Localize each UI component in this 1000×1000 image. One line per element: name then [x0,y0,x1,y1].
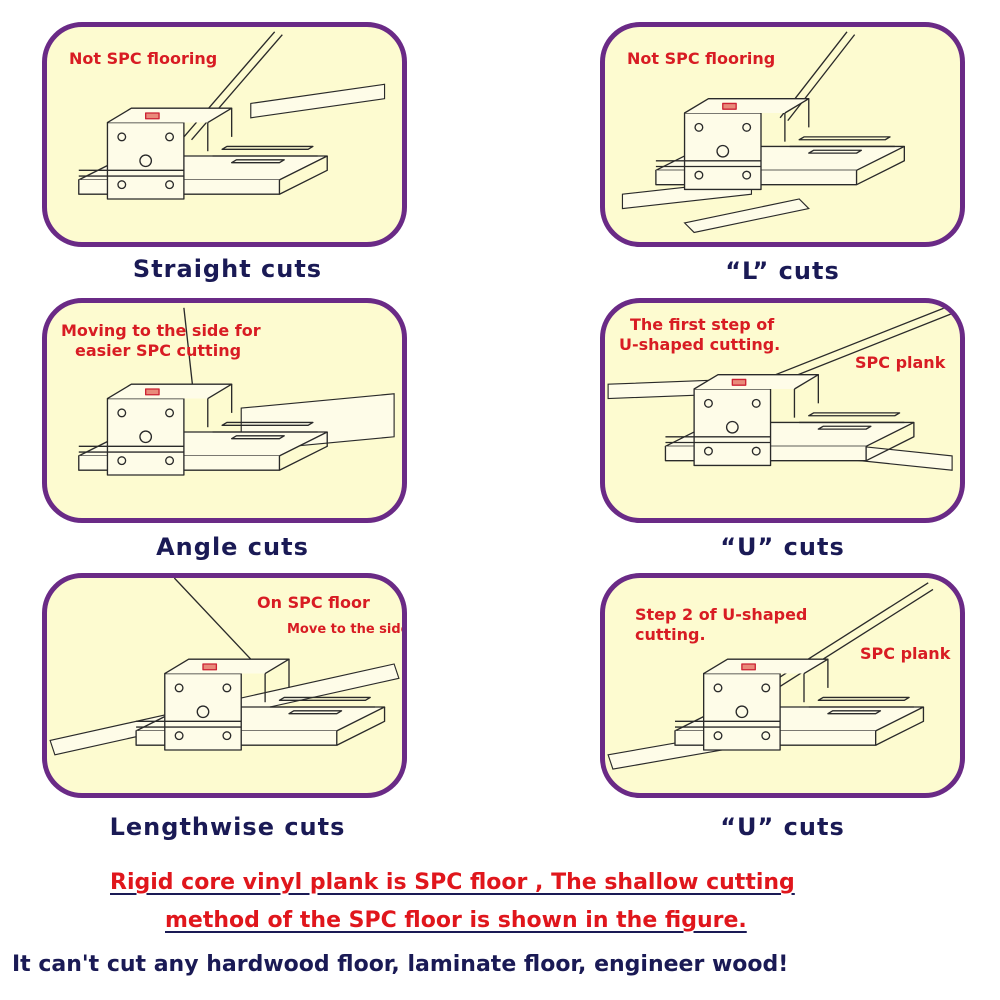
cutter-illustration [49,578,400,756]
panel-note: Move to the side. [287,622,407,637]
caption-u-cuts-2: “U” cuts [720,813,845,841]
panel-note: The first step of [630,315,775,334]
panel-note: Moving to the side for [61,321,261,340]
panel-note: Step 2 of U-shaped [635,605,808,624]
panel-l-cuts: Not SPC flooring [600,22,965,247]
panel-note: easier SPC cutting [75,341,242,360]
panel-straight-cuts: Not SPC flooring [42,22,407,247]
footer-line-1: Rigid core vinyl plank is SPC floor , Th… [110,870,795,895]
spc-plank-label: SPC plank [860,644,951,663]
panel-note: On SPC floor [257,593,370,612]
panel-lengthwise-cuts: On SPC floor Move to the side. [42,573,407,798]
spc-plank-label: SPC plank [855,353,946,372]
panel-note: Not SPC flooring [627,49,776,68]
cutter-illustration [621,31,906,234]
footer-line-3: It can't cut any hardwood floor, laminat… [12,952,789,977]
panel-u-cuts-step1: The first step of U-shaped cutting. SPC … [600,298,965,523]
cutter-illustration [607,582,934,770]
panel-note: cutting. [635,625,706,644]
panel-note: Not SPC flooring [69,49,218,68]
caption-lengthwise-cuts: Lengthwise cuts [109,813,346,841]
panel-angle-cuts: Moving to the side for easier SPC cuttin… [42,298,407,523]
cutter-illustration [607,303,958,471]
caption-straight-cuts: Straight cuts [132,255,323,283]
caption-angle-cuts: Angle cuts [156,533,309,561]
caption-l-cuts: “L” cuts [725,257,840,285]
footer-line-2: method of the SPC floor is shown in the … [165,908,747,933]
panel-u-cuts-step2: Step 2 of U-shaped cutting. SPC plank [600,573,965,798]
panel-note: U-shaped cutting. [619,335,781,354]
cutter-illustration [78,307,395,476]
cutter-illustration [78,31,386,200]
caption-u-cuts: “U” cuts [720,533,845,561]
